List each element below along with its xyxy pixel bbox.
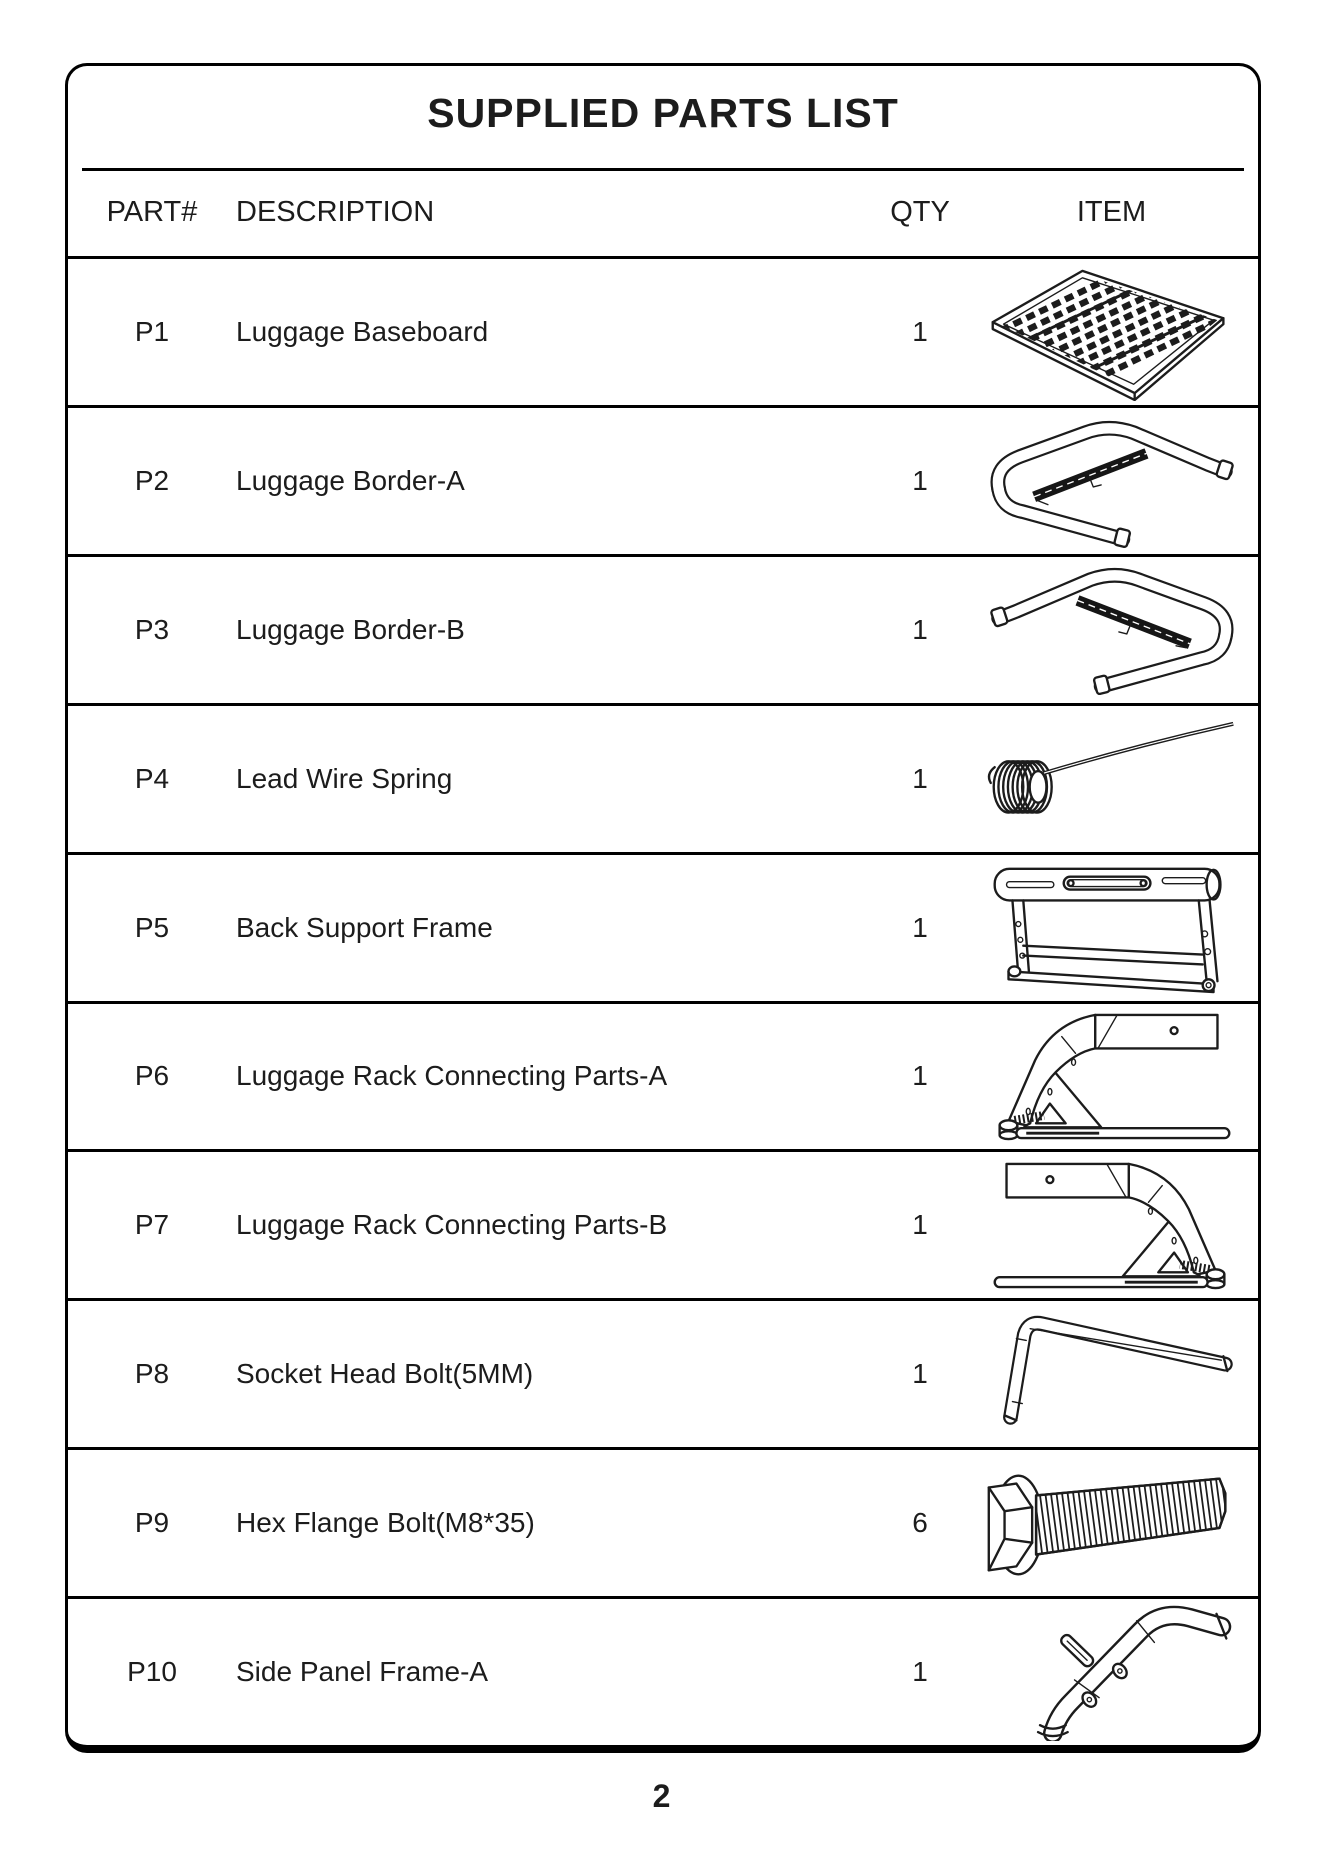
- part-item-cell: [965, 1603, 1258, 1742]
- part-number: P2: [134, 464, 170, 496]
- part-number: P7: [134, 1209, 170, 1241]
- part-qty: 1: [912, 1209, 928, 1241]
- luggage-baseboard-illustration: [991, 269, 1225, 401]
- table-row: P9 Hex Flange Bolt(M8*35) 6: [68, 1447, 1258, 1596]
- part-qty: 1: [912, 464, 928, 496]
- table-row: P8 Socket Head Bolt(5MM) 1: [68, 1298, 1258, 1447]
- part-number: P6: [134, 1060, 170, 1092]
- parts-list-sheet: SUPPLIED PARTS LIST PART# DESCRIPTION QT…: [65, 63, 1261, 1753]
- part-number: P1: [134, 315, 170, 347]
- table-row: P7 Luggage Rack Connecting Parts-B 1: [68, 1149, 1258, 1298]
- part-description: Luggage Rack Connecting Parts-B: [236, 1209, 668, 1241]
- luggage-rack-connecting-parts-b-illustration: [993, 1163, 1226, 1290]
- title-divider: [82, 168, 1244, 171]
- part-description: Luggage Baseboard: [236, 315, 489, 347]
- back-support-frame-illustration: [993, 867, 1222, 993]
- header-description: DESCRIPTION: [236, 195, 435, 228]
- part-qty: 1: [912, 1060, 928, 1092]
- part-item-cell: [965, 561, 1258, 699]
- part-description: Back Support Frame: [236, 911, 493, 943]
- part-qty: 1: [912, 762, 928, 794]
- part-description: Socket Head Bolt(5MM): [236, 1358, 534, 1390]
- page-number: 2: [652, 1778, 671, 1814]
- table-body: P1 Luggage Baseboard 1: [68, 256, 1258, 1745]
- hex-key-illustration: [1002, 1316, 1233, 1426]
- table-header-row: PART# DESCRIPTION QTY ITEM: [68, 168, 1258, 256]
- part-number: P9: [134, 1507, 170, 1539]
- part-item-cell: [965, 710, 1258, 848]
- table-row: P4 Lead Wire Spring 1: [68, 702, 1258, 852]
- part-number: P3: [134, 613, 170, 645]
- part-qty: 1: [912, 613, 928, 645]
- part-item-cell: [965, 412, 1258, 550]
- table-row: P5 Back Support Frame 1: [68, 851, 1258, 1001]
- header-part: PART#: [106, 195, 198, 228]
- luggage-rack-connecting-parts-a-illustration: [997, 1014, 1230, 1141]
- part-qty: 1: [912, 911, 928, 943]
- part-description: Luggage Border-A: [236, 464, 465, 496]
- table-row: P10 Side Panel Frame-A 1: [68, 1596, 1258, 1745]
- part-number: P4: [134, 762, 170, 794]
- luggage-border-b-illustration: [989, 567, 1233, 695]
- part-description: Lead Wire Spring: [236, 762, 453, 794]
- part-qty: 1: [912, 315, 928, 347]
- part-item-cell: [965, 1007, 1258, 1145]
- header-qty: QTY: [890, 195, 950, 228]
- part-qty: 1: [912, 1656, 928, 1688]
- part-description: Side Panel Frame-A: [236, 1656, 489, 1688]
- header-item: ITEM: [1076, 195, 1147, 228]
- part-item-cell: [965, 1305, 1258, 1443]
- part-description: Luggage Rack Connecting Parts-A: [236, 1060, 668, 1092]
- side-panel-frame-a-illustration: [1036, 1605, 1231, 1742]
- part-item-cell: [965, 859, 1258, 997]
- part-item-cell: [965, 1156, 1258, 1294]
- table-row: P1 Luggage Baseboard 1: [68, 259, 1258, 405]
- part-qty: 6: [912, 1507, 928, 1539]
- part-description: Luggage Border-B: [236, 613, 465, 645]
- part-number: P8: [134, 1358, 170, 1390]
- luggage-border-a-illustration: [990, 420, 1234, 548]
- hex-flange-bolt-illustration: [987, 1474, 1227, 1576]
- part-qty: 1: [912, 1358, 928, 1390]
- part-number: P10: [127, 1656, 177, 1688]
- table-row: P2 Luggage Border-A 1: [68, 404, 1258, 554]
- part-item-cell: [965, 263, 1258, 401]
- lead-wire-spring-illustration: [987, 721, 1234, 814]
- table-row: P3 Luggage Border-B 1: [68, 553, 1258, 703]
- table-row: P6 Luggage Rack Connecting Parts-A 1: [68, 1000, 1258, 1150]
- page-title: SUPPLIED PARTS LIST: [427, 90, 899, 136]
- part-item-cell: [965, 1454, 1258, 1592]
- part-number: P5: [134, 911, 170, 943]
- part-description: Hex Flange Bolt(M8*35): [236, 1507, 535, 1539]
